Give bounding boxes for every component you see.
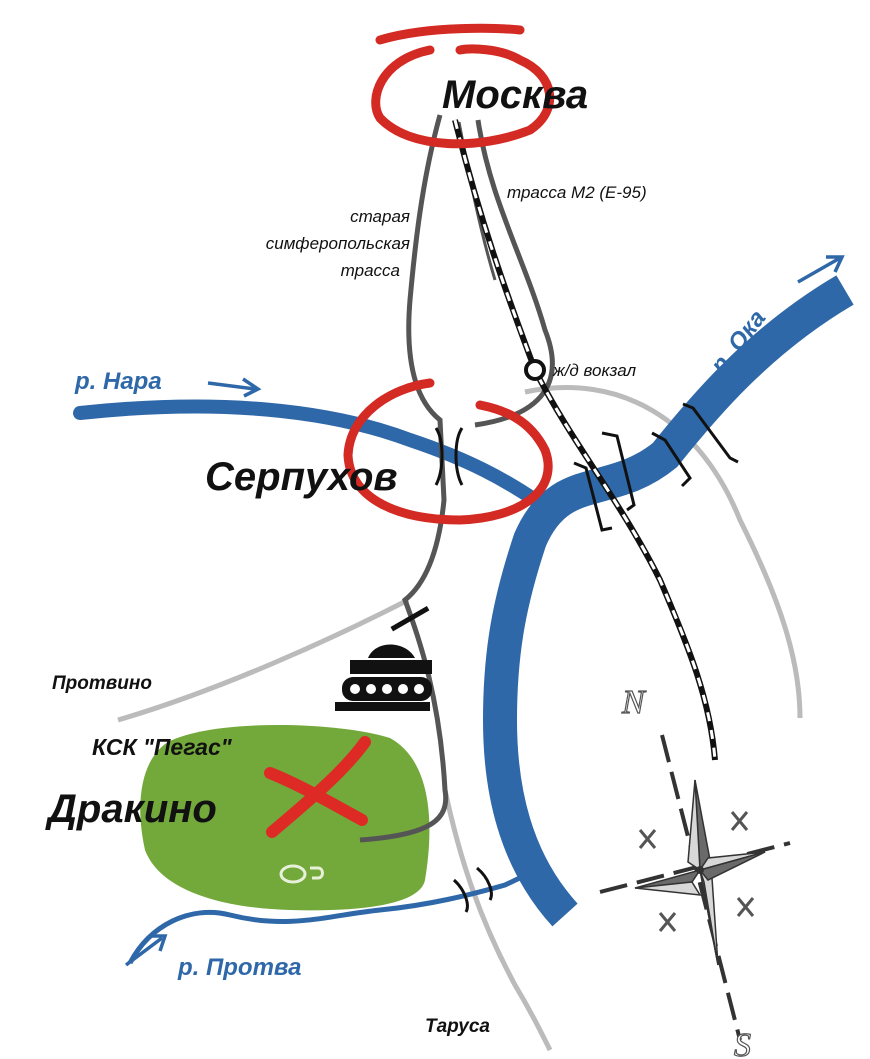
bridge-oka-old bbox=[573, 431, 636, 532]
river-oka bbox=[482, 275, 854, 927]
river-protva-arrow-icon bbox=[124, 934, 168, 967]
moscow-ring bbox=[371, 23, 555, 149]
compass-north-label: N bbox=[621, 684, 647, 721]
river-nara-arrow-icon bbox=[207, 377, 262, 398]
city-label-protvino: Протвино bbox=[52, 673, 152, 694]
compass-south-label: S bbox=[734, 1027, 751, 1059]
station-label: ж/д вокзал bbox=[552, 361, 636, 380]
city-label-tarusa: Таруса bbox=[425, 1016, 490, 1037]
road-m2-side bbox=[474, 119, 555, 428]
station-marker-icon bbox=[524, 359, 546, 381]
road-label-old-line3: трасса bbox=[341, 261, 400, 280]
road-label-old-line1: старая bbox=[350, 207, 410, 226]
city-label-moscow: Москва bbox=[442, 73, 588, 117]
serpukhov-ring bbox=[343, 378, 553, 525]
river-protva bbox=[127, 867, 537, 965]
road-tarusa bbox=[442, 789, 553, 1052]
club-label-pegas: КСК "Пегас" bbox=[92, 734, 233, 760]
bridge-protva bbox=[452, 866, 493, 913]
bridge-nara bbox=[434, 427, 464, 486]
river-label-nara: р. Нара bbox=[74, 368, 162, 395]
railway-dashes bbox=[453, 119, 717, 761]
road-label-highway: трасса М2 (Е-95) bbox=[507, 183, 647, 202]
road-protvino bbox=[117, 597, 410, 723]
road-label-old-line2: симферопольская bbox=[266, 234, 410, 253]
op-marker-icon bbox=[279, 864, 324, 884]
city-label-drakino: Дракино bbox=[45, 787, 217, 831]
river-nara bbox=[73, 399, 542, 507]
river-oka-arrow-icon bbox=[797, 255, 845, 284]
road-old-simferopol bbox=[359, 114, 449, 843]
city-label-serpukhov: Серпухов bbox=[205, 455, 398, 499]
tank-icon bbox=[335, 606, 432, 711]
location-x-marker-icon bbox=[264, 736, 371, 838]
road-east-bypass bbox=[524, 385, 803, 719]
compass-rose-icon bbox=[599, 734, 791, 1041]
bridge-oka-east bbox=[651, 402, 739, 488]
river-label-protva: р. Протва bbox=[177, 954, 301, 981]
